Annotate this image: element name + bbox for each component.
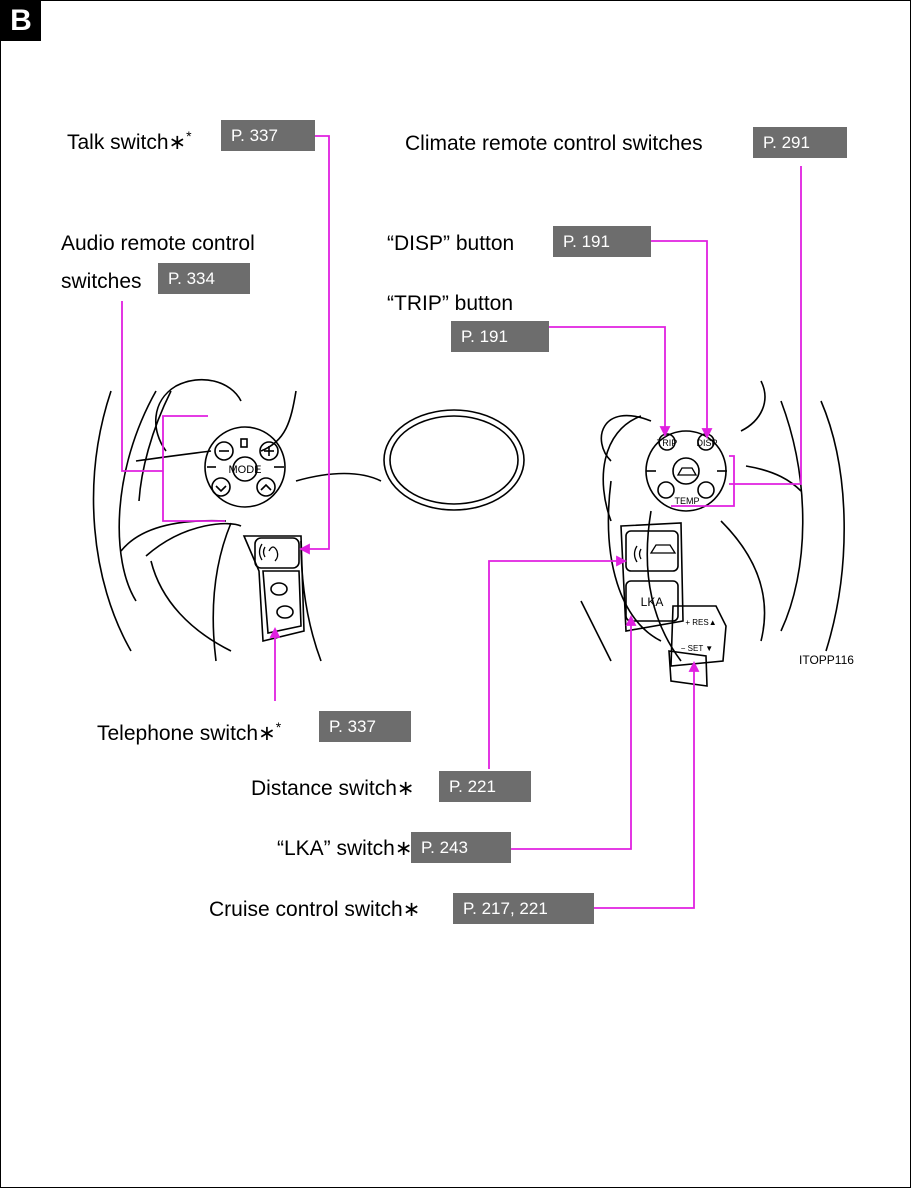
lka-switch-page-ref[interactable]: P. 243 [411,832,511,863]
distance-switch-page-ref[interactable]: P. 221 [439,771,531,802]
climate-car-icon [678,468,696,475]
telephone-switch-page-ref[interactable]: P. 337 [319,711,411,742]
climate-remote-label: Climate remote control switches [405,131,703,157]
temp-label: TEMP [674,496,699,506]
audio-remote-page-ref[interactable]: P. 334 [158,263,250,294]
trip-label: TRIP [657,438,678,448]
trip-button-label: “TRIP” button [387,291,513,317]
cruise-switch-page-ref[interactable]: P. 217, 221 [453,893,594,924]
lka-switch-label: “LKA” switch∗ [277,836,412,862]
trip-button-page-ref[interactable]: P. 191 [451,321,549,352]
disp-label: DISP [696,438,717,448]
lka-label: LKA [641,595,664,609]
distance-switch-label: Distance switch∗ [251,776,414,802]
talk-icon [260,544,278,561]
disp-button-page-ref[interactable]: P. 191 [553,226,651,257]
cruise-switch-label: Cruise control switch∗ [209,897,420,923]
distance-car-icon [635,545,676,562]
telephone-switch-label: Telephone switch∗* [97,714,281,747]
talk-switch-label: Talk switch∗* [67,123,192,156]
audio-remote-label-line1: Audio remote control [61,231,255,257]
disp-button-label: “DISP” button [387,231,514,257]
mode-label: MODE [229,464,262,476]
audio-remote-label-line2: switches [61,269,142,295]
set-label: − SET ▼ [681,644,713,653]
climate-remote-page-ref[interactable]: P. 291 [753,127,847,158]
res-label: + RES▲ [685,618,716,627]
talk-switch-page-ref[interactable]: P. 337 [221,120,315,151]
figure-code: ITOPP116 [799,653,854,667]
